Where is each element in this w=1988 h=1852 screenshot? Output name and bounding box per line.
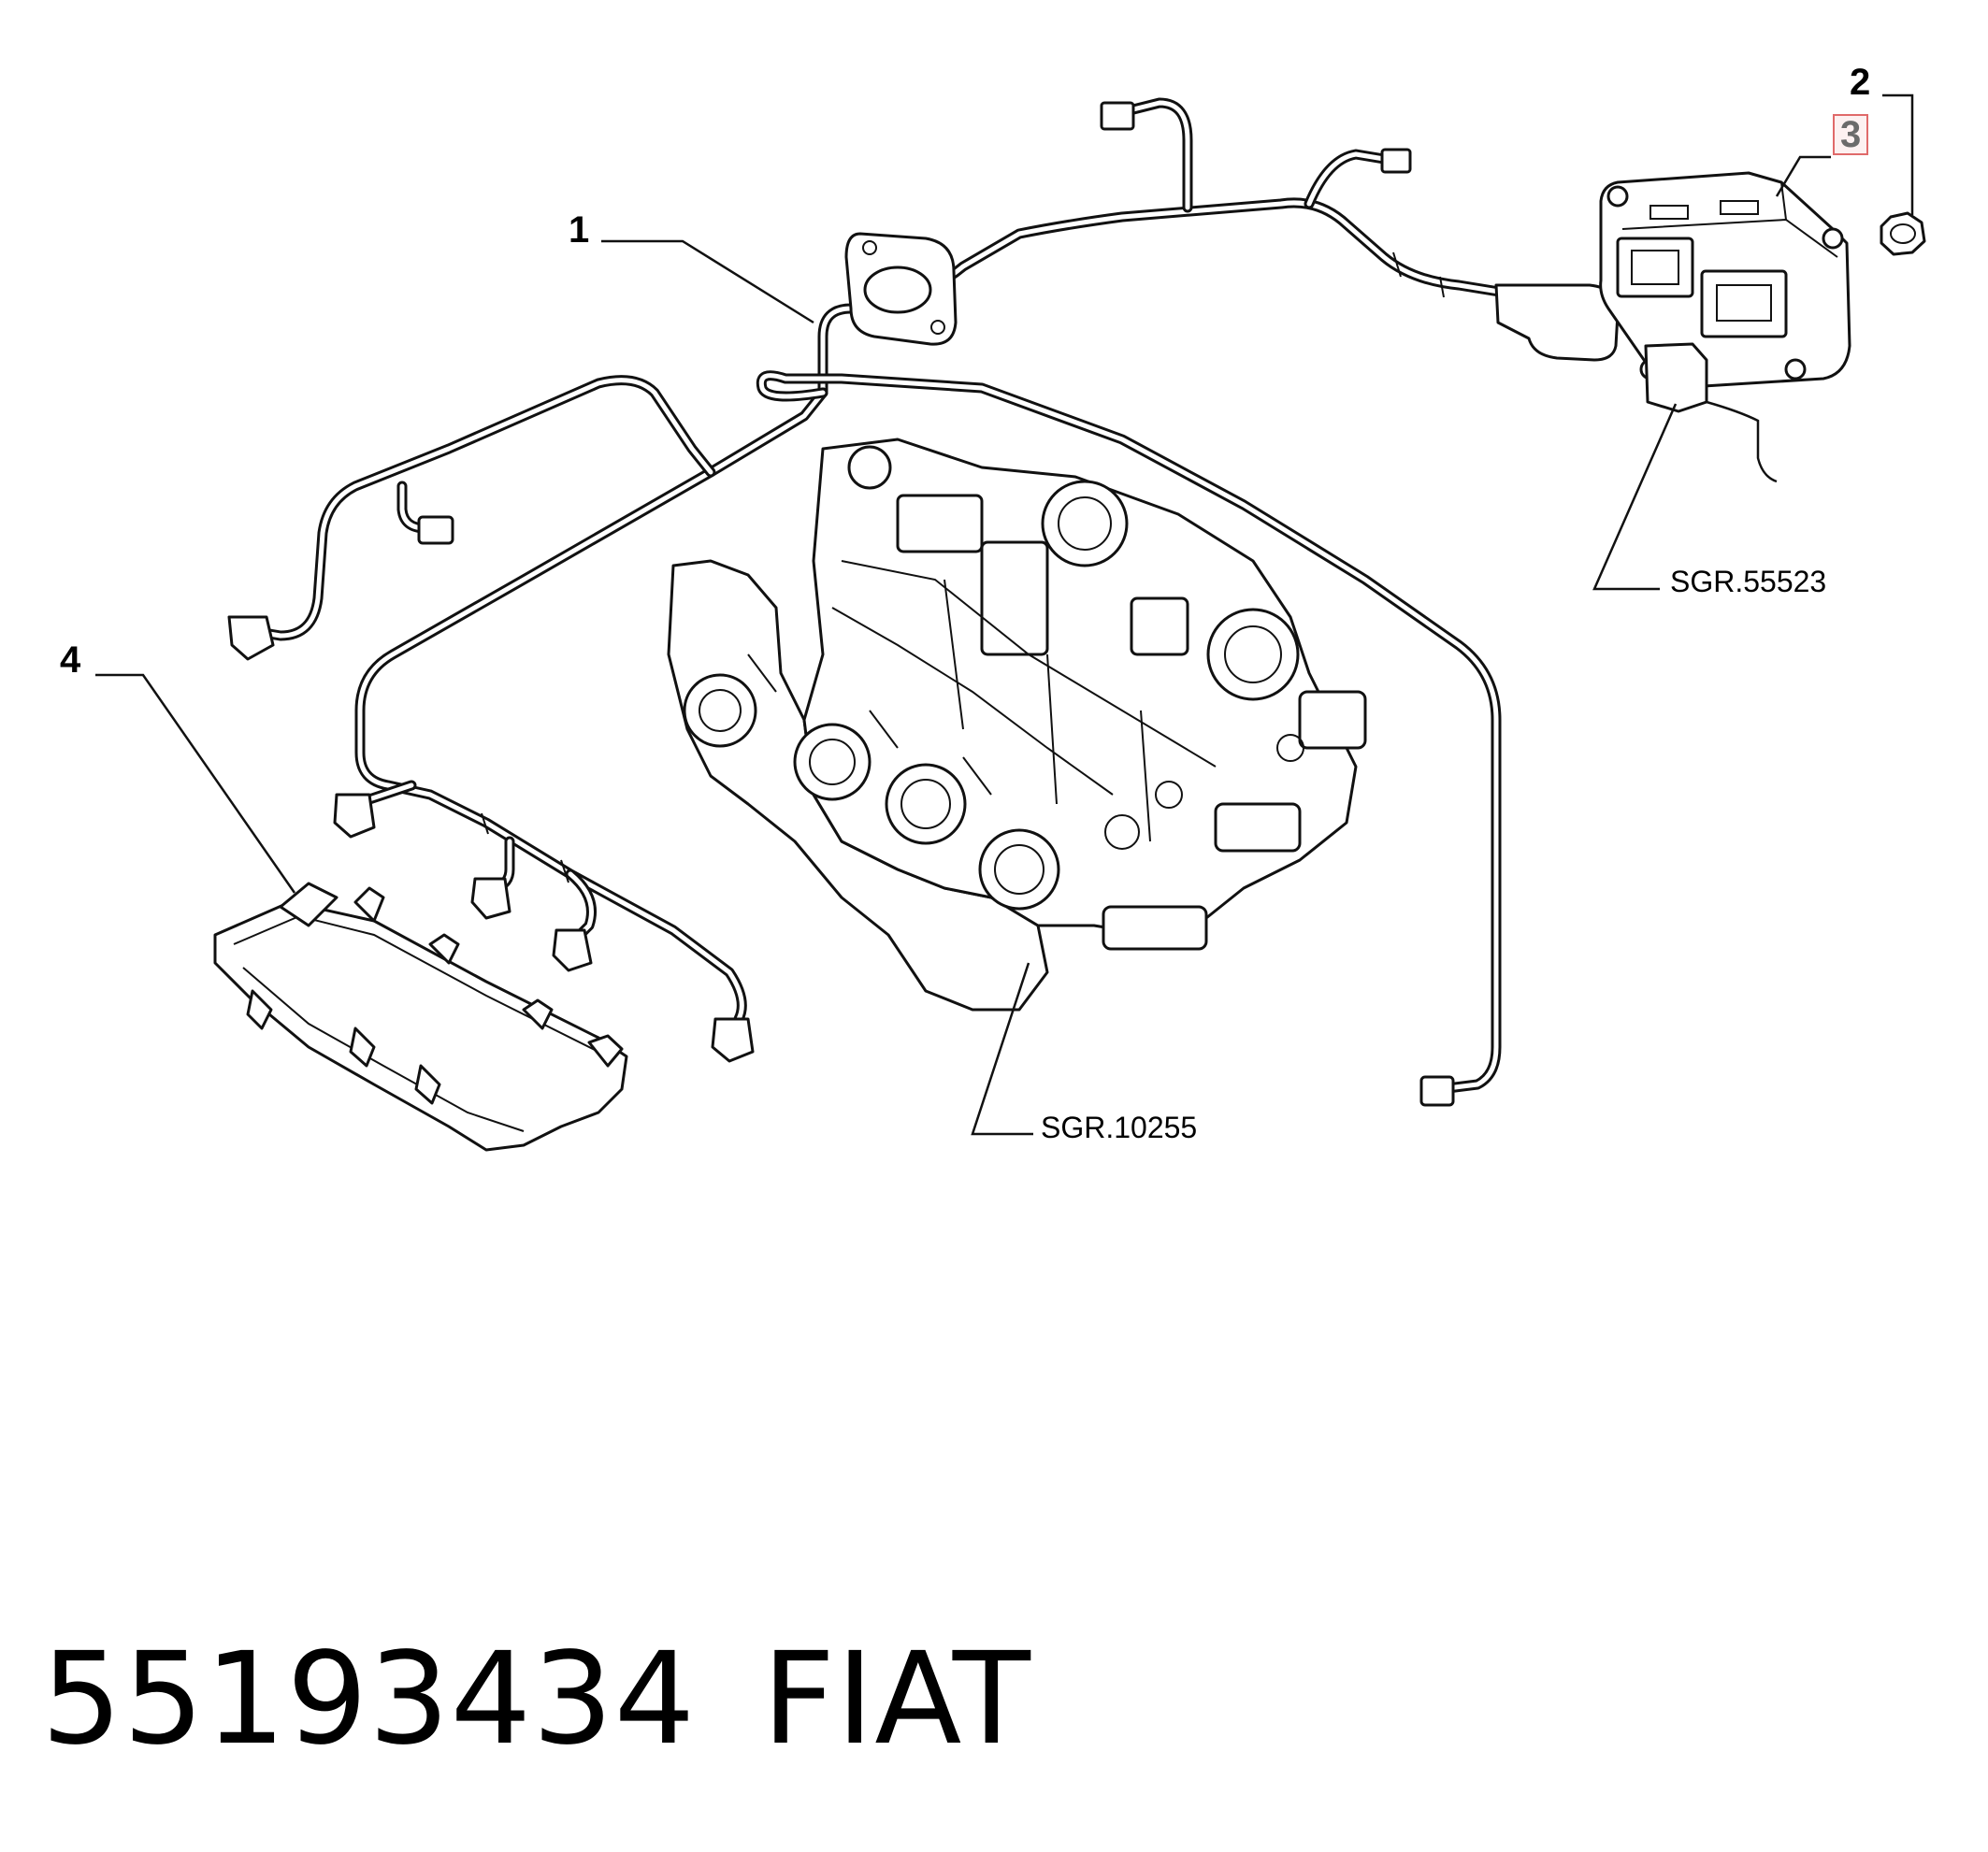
part-number: 55193434 <box>41 1626 697 1773</box>
callout-4: 4 <box>60 639 81 681</box>
control-unit-drawing <box>1599 171 1851 483</box>
injector-cover-drawing <box>213 882 628 1152</box>
intake-manifold-drawing <box>667 438 1367 1012</box>
reference-label-manifold: SGR.10255 <box>1041 1111 1198 1144</box>
brand-name: FIAT <box>762 1626 1031 1773</box>
wiring-harness <box>227 97 1620 1107</box>
nut-drawing <box>1880 211 1926 256</box>
reference-label-ecu: SGR.55523 <box>1670 565 1827 598</box>
callout-1: 1 <box>569 209 590 251</box>
leader-lines <box>95 93 1914 1136</box>
callout-2: 2 <box>1850 62 1871 103</box>
callout-3: 3 <box>1833 114 1869 155</box>
